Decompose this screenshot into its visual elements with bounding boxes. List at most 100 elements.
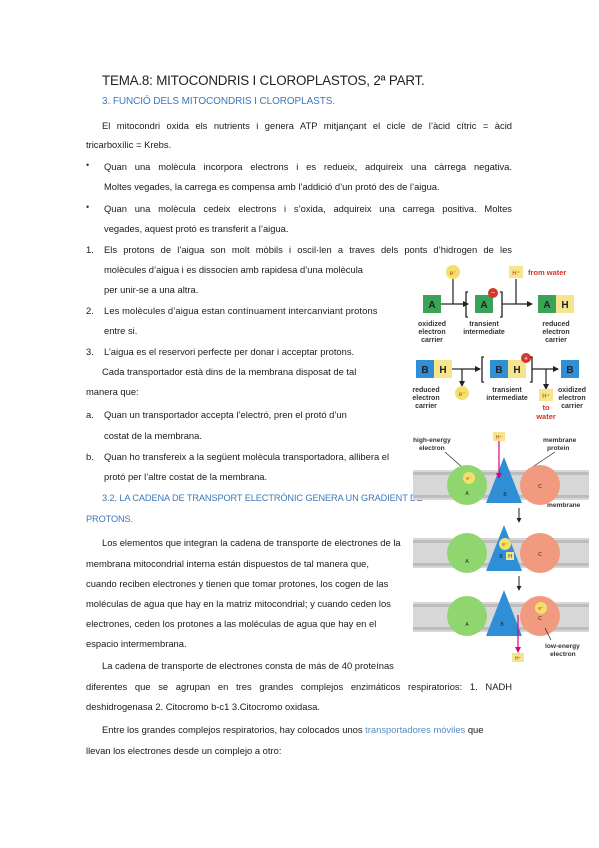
oxidized-carrier-label: carrier xyxy=(421,337,443,344)
lettered-b-line-1: Quan ho transfereix a la següent molècul… xyxy=(104,451,390,462)
carrier-a-letter: A xyxy=(543,300,550,311)
svg-text:e⁻: e⁻ xyxy=(459,392,466,398)
reduced-b-box xyxy=(416,360,434,378)
lettered-a-line-1: Quan un transportador accepta l’electró,… xyxy=(104,409,347,420)
proton-icon xyxy=(512,653,524,662)
oxidized-carrier-label: oxidized xyxy=(418,321,446,328)
reduced-carrier-label: electron xyxy=(412,395,439,402)
svg-text:B: B xyxy=(499,554,503,560)
transient-label: transient xyxy=(469,321,499,328)
arrow-icon xyxy=(515,279,533,307)
paragraph-text: Entre los grandes complejos respiratorio… xyxy=(102,724,366,735)
reduced-carrier-label: reduced xyxy=(542,321,569,328)
list-number: 3. xyxy=(86,346,94,357)
lettered-b-line-2: protó per l’altre costat de la membrana. xyxy=(104,471,268,482)
reduced-carrier-label: reduced xyxy=(412,387,439,394)
intro-line-2: tricarboxílic = Krebs. xyxy=(86,139,172,150)
svg-text:H⁺: H⁺ xyxy=(542,393,550,400)
paragraph-line: electrones, ceden los protones a las mol… xyxy=(86,618,377,629)
list-letter: a. xyxy=(86,409,94,420)
proton-box xyxy=(556,295,574,313)
section-heading-3: 3. FUNCIÓ DELS MITOCONDRIS I CLOROPLASTS… xyxy=(102,96,335,107)
to-water-label: water xyxy=(535,412,556,421)
bullet-2-line-1: Quan una molècula cedeix electrons i s’o… xyxy=(104,203,512,214)
svg-text:C: C xyxy=(538,616,542,622)
panel-step-2: e⁻ H A B C xyxy=(413,525,589,573)
oxidized-carrier-label: oxidized xyxy=(558,387,586,394)
numbered-3-line-1: L’aigua es el reservori perfecte per don… xyxy=(104,346,355,357)
proton-icon: H⁺ xyxy=(539,389,553,401)
paragraph-line: espacio intermembrana. xyxy=(86,638,187,649)
membrane-protein-figure: high-energy electron membrane protein me… xyxy=(413,432,589,662)
proton-letter: H xyxy=(561,300,568,311)
svg-text:A: A xyxy=(465,622,469,628)
bullet-1-line-1: Quan una molècula incorpora electrons i … xyxy=(104,161,512,172)
list-number: 2. xyxy=(86,305,94,316)
high-energy-electron-label: electron xyxy=(419,445,445,452)
electron-icon: e⁻ xyxy=(455,386,469,400)
carrier-line-1: Cada transportador està dins de la membr… xyxy=(102,366,357,377)
reduced-carrier-label: carrier xyxy=(545,337,567,344)
proton-letter: H xyxy=(439,365,446,376)
bullet-marker: • xyxy=(86,202,90,212)
oxidized-b-box xyxy=(561,360,579,378)
reduced-carrier-label: carrier xyxy=(415,403,437,410)
svg-text:A: A xyxy=(465,559,469,565)
paragraph-line: llevan los electrones desde un complejo … xyxy=(86,745,282,756)
low-energy-electron-label: low-energy xyxy=(545,643,580,650)
high-energy-electron-label: high-energy xyxy=(413,437,451,444)
panel-step-3: e⁻ H⁺ A B C xyxy=(413,590,589,662)
proton-icon: H⁺ xyxy=(509,266,523,278)
numbered-2-line-2: entre si. xyxy=(104,325,138,336)
proton-letter: H xyxy=(513,365,520,376)
page-title: TEMA.8: MITOCONDRIS I CLOROPLASTOS, 2ª P… xyxy=(102,73,425,88)
paragraph-line: diferentes que se agrupan en tres grande… xyxy=(86,681,512,692)
from-water-label: from water xyxy=(528,268,566,277)
carrier-a-letter: A xyxy=(480,300,487,311)
paragraph-line: Entre los grandes complejos respiratorio… xyxy=(102,724,483,736)
membrane-protein-label: protein xyxy=(547,445,569,452)
paragraph-line: cuando reciben electrones y tienen que t… xyxy=(86,578,389,589)
carrier-a-letter: A xyxy=(428,300,435,311)
svg-text:e⁻: e⁻ xyxy=(450,271,457,277)
transient-label: intermediate xyxy=(486,395,528,402)
carrier-b-letter: B xyxy=(566,365,573,376)
carrier-a-box xyxy=(423,295,441,313)
electron-icon xyxy=(499,538,511,550)
electron-icon xyxy=(535,602,547,614)
bullet-1-line-2: Moltes vegades, la carrega es compensa a… xyxy=(104,181,440,192)
bullet-marker: • xyxy=(86,160,90,170)
electron-icon: e⁻ xyxy=(446,265,460,279)
paragraph-text: que xyxy=(465,724,484,735)
oxidized-carrier-label: carrier xyxy=(561,403,583,410)
membrane-label: membrane xyxy=(547,502,581,509)
carrier-b-letter: B xyxy=(495,365,502,376)
paragraph-line: Los elementos que integran la cadena de … xyxy=(102,537,401,548)
panel-step-1: e⁻ H⁺ A B C xyxy=(413,432,589,505)
intro-line-1: El mitocondri oxida els nutrients i gene… xyxy=(102,120,512,131)
protein-a-letter: A xyxy=(465,491,469,497)
highlighted-term: transportadores móviles xyxy=(365,724,466,735)
section-heading-3-2: 3.2. LA CADENA DE TRANSPORT ELECTRÒNIC G… xyxy=(102,493,423,503)
electron-carrier-figure: e⁻ H⁺ from water A A − A H oxidized elec… xyxy=(412,265,586,421)
reduced-a-box xyxy=(538,295,556,313)
transient-label: transient xyxy=(492,387,522,394)
to-water-label: to xyxy=(542,403,549,412)
numbered-2-line-1: Les molècules d’aigua estan contínuament… xyxy=(104,305,378,316)
protein-b-triangle xyxy=(486,457,522,503)
carrier-b-letter: B xyxy=(421,365,428,376)
transient-label: intermediate xyxy=(463,329,505,336)
list-letter: b. xyxy=(86,451,94,462)
protein-b-letter: B xyxy=(503,492,507,498)
reduced-carrier-label: electron xyxy=(542,329,569,336)
svg-text:C: C xyxy=(538,552,542,558)
proton-icon xyxy=(493,432,505,441)
intermediate-b-box xyxy=(490,360,508,378)
svg-text:H⁺: H⁺ xyxy=(512,270,520,277)
numbered-1-line-3: per unir-se a una altra. xyxy=(104,284,199,295)
svg-text:e⁻: e⁻ xyxy=(502,542,508,548)
positive-charge-icon xyxy=(521,353,531,363)
proton-box xyxy=(434,360,452,378)
protein-a-circle xyxy=(447,465,487,505)
